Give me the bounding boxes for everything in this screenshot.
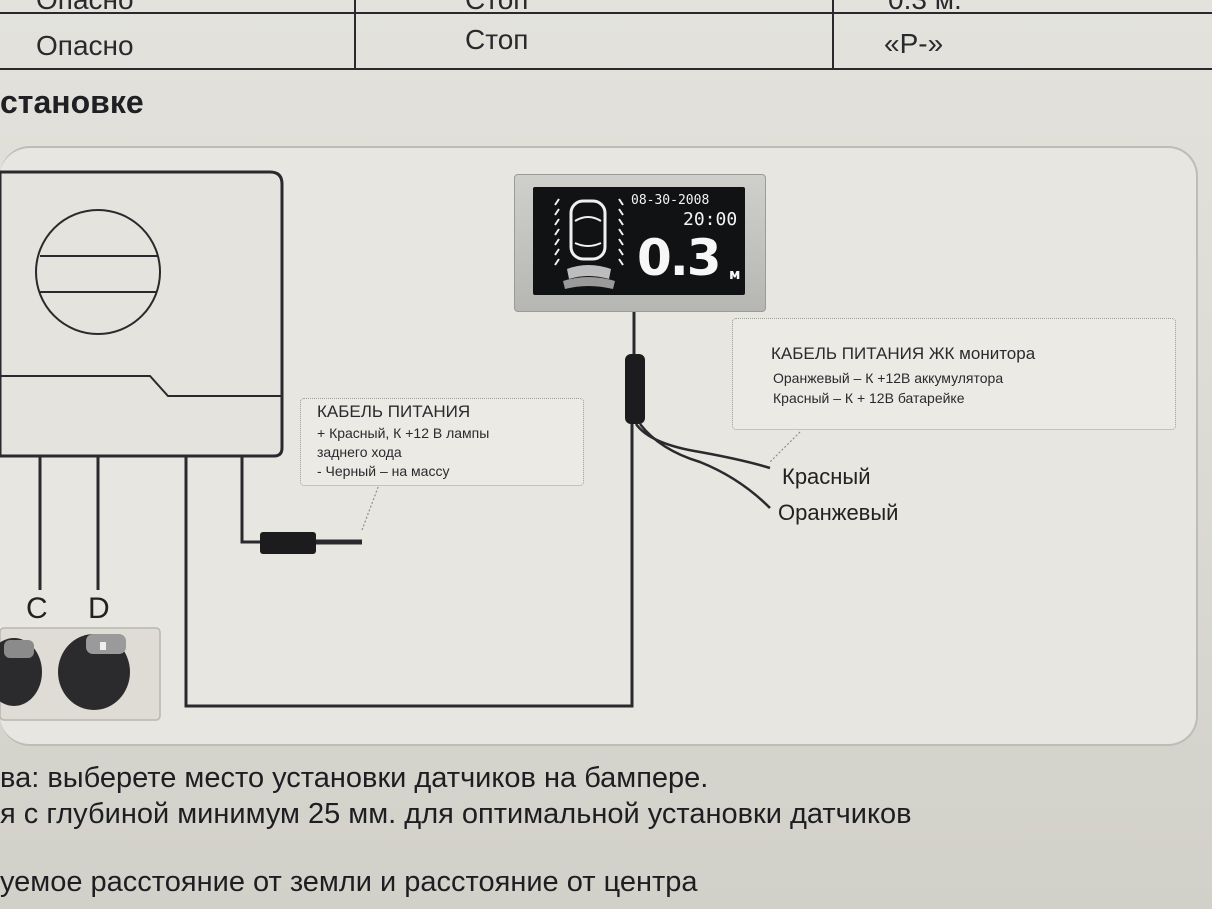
power-connector [260, 532, 316, 554]
table-column-divider-2 [832, 0, 834, 68]
lcd-distance: 0.3 [637, 229, 722, 287]
speaker-grille [35, 209, 161, 335]
control-unit [0, 170, 284, 458]
lcd-callout-line: Оранжевый – К +12В аккумулятора [773, 370, 1004, 386]
lcd-cable-callout: КАБЕЛЬ ПИТАНИЯ ЖК монитора Оранжевый – К… [732, 318, 1176, 430]
power-callout-line: + Красный, К +12 В лампы [317, 425, 490, 441]
body-text-line: уемое расстояние от земли и расстояние о… [0, 866, 698, 898]
sensor-c-icon [0, 638, 42, 706]
table-cell-partial-action: Стоп [465, 0, 528, 16]
table-cell-gear: «P-» [884, 28, 944, 59]
body-text-line: я с глубиной минимум 25 мм. для оптималь… [0, 798, 912, 830]
power-callout-line: - Черный – на массу [317, 463, 450, 479]
red-wire [634, 423, 771, 470]
section-title: становке [0, 84, 144, 120]
red-wire-label: Красный [782, 464, 871, 489]
table-cell-status: Опасно [36, 30, 134, 61]
power-cable-callout: КАБЕЛЬ ПИТАНИЯ + Красный, К +12 В лампы … [300, 398, 584, 486]
sensor-label-c: C [26, 592, 48, 625]
sensor-d-icon [58, 634, 130, 710]
lcd-callout-line: Красный – К + 12В батарейке [773, 390, 965, 406]
table-divider-bottom [0, 68, 1212, 70]
car-graphic [554, 198, 624, 289]
orange-wire [639, 423, 771, 509]
body-text-line: ва: выберете место установки датчиков на… [0, 762, 709, 794]
lcd-callout-title: КАБЕЛЬ ПИТАНИЯ ЖК монитора [771, 344, 1036, 363]
inline-fuse-holder [625, 354, 645, 424]
monitor-signal-wire [184, 420, 634, 708]
table-divider-top [0, 12, 1212, 14]
lcd-date: 08-30-2008 [631, 193, 710, 208]
distance-table: Опасно Стоп 0.3 м. Опасно Стоп «P-» [0, 0, 1212, 72]
lcd-monitor: 08-30-2008 20:00 0.3 м [514, 174, 766, 312]
lcd-unit: м [729, 267, 741, 283]
power-callout-title: КАБЕЛЬ ПИТАНИЯ [317, 402, 471, 421]
power-cable-wire [240, 456, 262, 544]
table-column-divider-1 [354, 0, 356, 68]
sensor-label-d: D [88, 592, 110, 625]
table-cell-partial-distance: 0.3 м. [888, 0, 962, 16]
table-cell-partial-status: Опасно [36, 0, 134, 16]
power-callout-line: заднего хода [317, 444, 402, 460]
lcd-screen: 08-30-2008 20:00 0.3 м [533, 187, 745, 295]
table-cell-action: Стоп [465, 24, 529, 55]
orange-wire-label: Оранжевый [778, 500, 899, 525]
lcd-time: 20:00 [683, 209, 738, 230]
